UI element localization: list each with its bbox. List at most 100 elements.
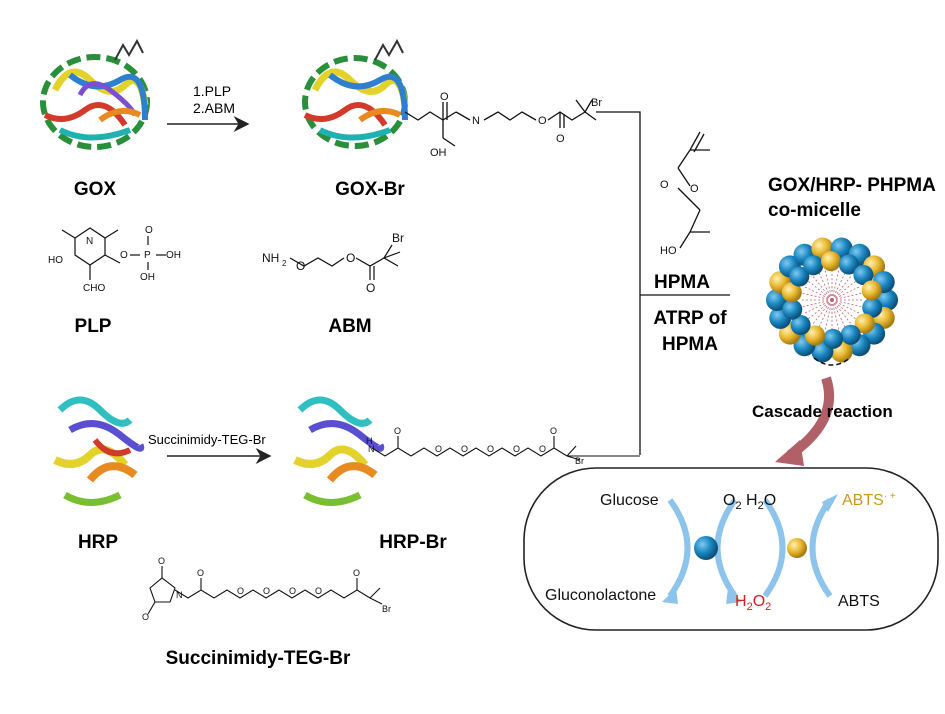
micelle-core-fiber: [817, 271, 833, 301]
micelle-sphere: [838, 254, 859, 275]
svg-text:P: P: [144, 250, 151, 261]
micelle-core-fiber: [800, 299, 833, 308]
micelle-sphere: [781, 282, 802, 303]
micelle-core-fiber: [803, 285, 833, 301]
micelle-sphere: [782, 299, 803, 320]
micelle-title-line2: co-micelle: [768, 200, 861, 221]
cascade-label: Cascade reaction: [752, 402, 893, 421]
hrp-br-label: HRP-Br: [379, 532, 447, 553]
micelle-core-fiber: [831, 299, 858, 321]
hrp-label: HRP: [78, 532, 118, 553]
micelle-sphere: [854, 313, 875, 334]
hrp-protein-structure: [53, 396, 145, 506]
micelle-core-fiber: [831, 279, 858, 301]
cascade-reaction-panel: [523, 467, 939, 631]
hpma-structure: [677, 131, 710, 249]
hpma-label: HPMA: [654, 272, 710, 293]
micelle-sphere: [821, 251, 841, 272]
micelle-core-fiber: [824, 299, 833, 332]
co-micelle-illustration: [766, 237, 898, 366]
cascade-arrow-head: [775, 440, 804, 466]
svg-text:Br: Br: [392, 231, 404, 245]
micelle-core-fiber: [831, 299, 840, 332]
svg-text:NH: NH: [262, 251, 279, 265]
succinimidy-teg-br-atoms: O O N O O O O O O Br: [142, 556, 391, 622]
svg-text:O: O: [440, 91, 449, 103]
hpma-atoms: O O HO: [660, 179, 699, 257]
gluconolactone-label: Gluconolactone: [545, 587, 656, 604]
atrp-label-line1: ATRP of: [653, 308, 727, 329]
glucose-label: Glucose: [600, 492, 659, 509]
micelle-detail-bracket: [813, 357, 851, 366]
micelle-core-fiber: [806, 279, 833, 301]
plp-atoms: N HO CHO O P O OH OH: [48, 225, 181, 294]
svg-text:2: 2: [282, 259, 287, 268]
micelle-core-fiber: [831, 271, 847, 301]
svg-text:O: O: [158, 556, 165, 566]
gox-br-protein-structure: [302, 38, 409, 149]
svg-text:H: H: [366, 436, 373, 446]
oxygen-water-label: O2 H2O: [723, 492, 776, 512]
micelle-core-fiber: [811, 274, 833, 301]
gox-sphere: [694, 536, 718, 560]
svg-text:Br: Br: [382, 604, 391, 614]
micelle-sphere: [803, 255, 824, 276]
micelle-core-fiber: [811, 299, 833, 326]
micelle-core-fiber: [824, 268, 833, 301]
abm-structure: [289, 244, 401, 280]
abm-label: ABM: [328, 316, 371, 337]
svg-text:O: O: [538, 115, 547, 127]
svg-text:O: O: [539, 444, 546, 454]
svg-text:OH: OH: [430, 147, 447, 159]
gox-label: GOX: [74, 179, 117, 200]
svg-text:HO: HO: [660, 245, 677, 257]
micelle-sphere: [805, 325, 826, 346]
atrp-label-line2: HPMA: [662, 334, 718, 355]
svg-text:OH: OH: [166, 250, 181, 261]
micelle-core-fiber: [831, 292, 864, 301]
svg-text:O: O: [263, 586, 270, 596]
step-1-label: 1.PLP: [193, 83, 231, 99]
svg-text:O: O: [120, 250, 128, 261]
succinimidy-teg-br-label: Succinimidy-TEG-Br: [166, 648, 351, 669]
succinimidy-teg-br-structure: [147, 566, 383, 615]
plp-label: PLP: [75, 316, 112, 337]
abts-label: ABTS: [838, 593, 880, 610]
micelle-core-fiber: [806, 299, 833, 321]
svg-text:O: O: [366, 281, 375, 295]
svg-text:Br: Br: [591, 97, 602, 109]
svg-text:N: N: [86, 236, 93, 247]
svg-text:N: N: [176, 590, 183, 600]
hrp-br-linker-atoms: H N O O O O O O O Br: [366, 426, 584, 466]
svg-text:N: N: [368, 444, 375, 454]
micelle-sphere: [862, 297, 883, 318]
micelle-core-fiber: [831, 274, 853, 301]
hrp-reagent-label: Succinimidy-TEG-Br: [148, 432, 266, 447]
svg-text:O: O: [289, 586, 296, 596]
micelle-sphere: [789, 266, 810, 287]
micelle-title-line1: GOX/HRP- PHPMA: [768, 175, 936, 196]
svg-text:O: O: [513, 444, 520, 454]
micelle-sphere: [853, 265, 874, 285]
plp-structure: [61, 227, 166, 280]
micelle-sphere: [861, 280, 882, 301]
svg-text:O: O: [346, 251, 355, 265]
micelle-core-fiber: [831, 299, 861, 315]
hrp-sphere: [787, 538, 807, 558]
svg-text:O: O: [315, 586, 322, 596]
svg-text:O: O: [145, 225, 153, 236]
micelle-sphere: [840, 324, 861, 345]
h2o2-label: H2O2: [735, 593, 771, 613]
svg-text:O: O: [556, 133, 565, 145]
abm-atoms: NH 2 O O O Br: [262, 231, 404, 295]
svg-text:O: O: [435, 444, 442, 454]
micelle-core-fiber: [831, 299, 853, 326]
svg-text:O: O: [461, 444, 468, 454]
svg-text:O: O: [690, 183, 699, 195]
svg-text:CHO: CHO: [83, 283, 105, 294]
micelle-core-fiber: [831, 268, 840, 301]
svg-text:O: O: [487, 444, 494, 454]
micelle-core-fiber: [803, 299, 833, 315]
gox-br-linker-structure: [404, 99, 641, 455]
